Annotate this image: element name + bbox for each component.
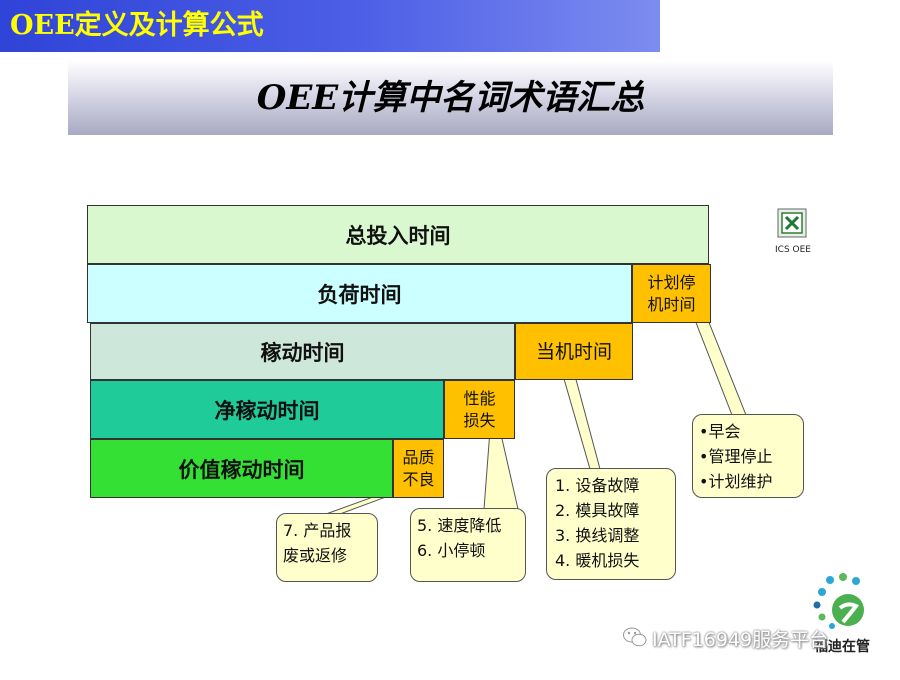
callout-item: 7. 产品报 (283, 521, 352, 540)
leader-planned-stop (694, 319, 747, 416)
callout-item: 5. 速度降低 (417, 516, 502, 535)
leader-performance (483, 429, 519, 510)
header-banner (0, 0, 660, 52)
loss-box-perf-line-1: 性能 (463, 388, 496, 408)
bar-total-input-time: 总投入时间 (87, 205, 709, 264)
watermark-text: IATF16949服务平台 (652, 629, 829, 651)
loss-box-downtime-label: 当机时间 (535, 340, 612, 363)
callout-item: 4. 暖机损失 (555, 551, 640, 570)
bar-net-label: 净稼动时间 (214, 398, 320, 423)
loss-box-quality: 品质 不良 (393, 439, 444, 498)
callout-item: •计划维护 (699, 472, 773, 491)
bar-operate-label: 稼动时间 (260, 340, 345, 365)
excel-file-label: ICS OEE (775, 245, 811, 255)
bar-load-label: 负荷时间 (317, 282, 402, 307)
bar-value-label: 价值稼动时间 (178, 457, 305, 482)
page-title: OEE定义及计算公式 (10, 10, 264, 41)
loss-box-downtime: 当机时间 (515, 323, 633, 380)
bar-value-operating-time: 价值稼动时间 (90, 439, 393, 498)
callout-item: 废或返修 (283, 546, 348, 565)
loss-box-planned-line-1: 计划停 (647, 272, 696, 292)
callout-quality: 7. 产品报 废或返修 (276, 513, 378, 582)
bar-total-label: 总投入时间 (345, 223, 451, 248)
loss-box-quality-line-2: 不良 (402, 469, 435, 489)
wechat-icon (623, 627, 647, 647)
callout-item: 6. 小停顿 (417, 541, 486, 560)
subtitle-bar (68, 61, 833, 135)
callout-item: 1. 设备故障 (555, 476, 640, 495)
loss-box-perf-line-2: 损失 (463, 410, 496, 430)
bar-net-operating-time: 净稼动时间 (90, 380, 444, 439)
callout-performance: 5. 速度降低 6. 小停顿 (410, 508, 526, 582)
bar-load-time: 负荷时间 (87, 264, 632, 323)
leader-downtime (561, 371, 601, 470)
callout-planned-stop: •早会 •管理停止 •计划维护 (692, 414, 804, 498)
company-logo-icon (813, 573, 864, 629)
bar-operating-time: 稼动时间 (90, 323, 515, 380)
callout-item: •管理停止 (699, 447, 773, 466)
slide-subtitle: OEE计算中名词术语汇总 (256, 78, 645, 118)
callout-downtime: 1. 设备故障 2. 模具故障 3. 换线调整 4. 暖机损失 (546, 468, 676, 580)
loss-box-planned-line-2: 机时间 (647, 294, 696, 314)
callout-item: •早会 (699, 422, 741, 441)
loss-box-performance: 性能 损失 (444, 380, 515, 439)
excel-file-icon[interactable] (777, 208, 807, 238)
callout-item: 2. 模具故障 (555, 501, 640, 520)
loss-box-quality-line-1: 品质 (402, 447, 435, 467)
loss-box-planned-stop: 计划停 机时间 (632, 264, 711, 323)
company-logo-text: 福迪在管 (814, 639, 870, 655)
callout-item: 3. 换线调整 (555, 526, 640, 545)
